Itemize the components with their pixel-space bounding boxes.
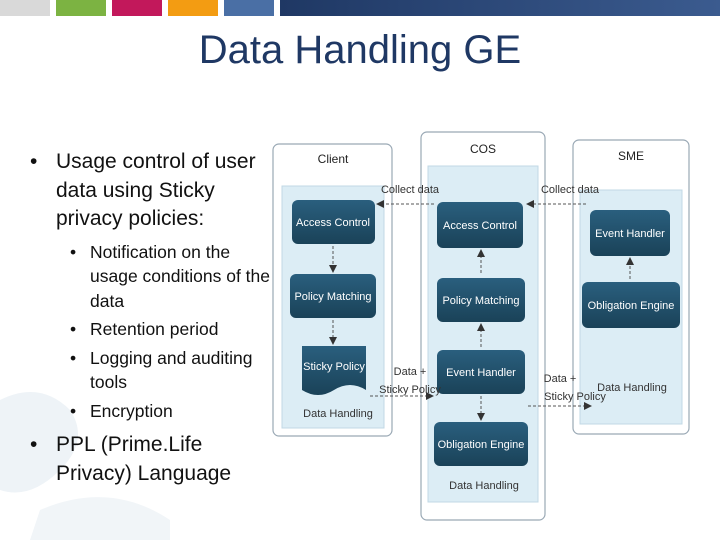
sme-column: SME Event Handler Obligation Engine Data… [572,139,690,435]
cos-event-handler-label: Event Handler [446,367,516,379]
data-handling-diagram: Client Access Control Policy Matching St… [272,131,690,521]
data-sticky-left-label-1: Data + [394,366,427,378]
client-data-handling-label: Data Handling [303,408,373,420]
client-access-control-label: Access Control [296,217,370,229]
client-column: Client Access Control Policy Matching St… [272,143,393,437]
bullet-item: PPL (Prime.Life Privacy) Language [30,431,280,488]
cos-obligation-engine-label: Obligation Engine [438,439,525,451]
collect-data-right-label: Collect data [541,184,600,196]
bullet-list: Usage control of user data using Sticky … [30,148,280,488]
color-bar-segment-gray [0,0,50,16]
client-label: Client [318,152,349,166]
data-sticky-right-label-1: Data + [544,373,577,385]
cos-access-control-box [437,202,523,248]
cos-column: COS Access Control Policy Matching Event… [420,131,546,521]
top-color-bar [0,0,720,16]
client-policy-matching-label: Policy Matching [294,291,371,303]
cos-obligation-engine-box [434,422,528,466]
cos-access-control-label: Access Control [443,220,517,232]
sub-bullet-item: Logging and auditing tools [30,346,280,395]
cos-policy-matching-box [437,278,525,322]
slide-title: Data Handling GE [198,28,522,72]
cos-label: COS [470,142,496,156]
color-bar-segment-green [56,0,106,16]
color-bar-segment-magenta [112,0,162,16]
color-bar-segment-blue [224,0,274,16]
sme-label: SME [618,149,644,163]
sme-obligation-engine-label: Obligation Engine [588,300,675,312]
cos-event-handler-box [437,350,525,394]
sub-bullet-item: Notification on the usage conditions of … [30,240,280,314]
client-policy-matching-box [290,274,376,318]
sme-event-handler-box [590,210,670,256]
sme-event-handler-label: Event Handler [595,228,665,240]
cos-data-handling-label: Data Handling [449,480,519,492]
data-sticky-left-label-2: Sticky Policy [379,384,441,396]
color-bar-segment-orange [168,0,218,16]
sme-data-handling-label: Data Handling [597,382,667,394]
bullet-item: Usage control of user data using Sticky … [30,148,280,234]
cos-policy-matching-label: Policy Matching [442,295,519,307]
sme-obligation-engine-box [582,282,680,328]
collect-data-left-label: Collect data [381,184,440,196]
sub-bullet-item: Retention period [30,317,280,342]
sub-bullet-item: Encryption [30,399,280,424]
color-bar-segment-navy [280,0,720,16]
sticky-policy-document-icon [302,346,366,395]
flow-arrows: Collect data Collect data Data + Sticky … [370,184,606,410]
sticky-policy-label: Sticky Policy [303,361,365,373]
data-sticky-right-label-2: Sticky Policy [544,391,606,403]
client-access-control-box [292,200,375,244]
